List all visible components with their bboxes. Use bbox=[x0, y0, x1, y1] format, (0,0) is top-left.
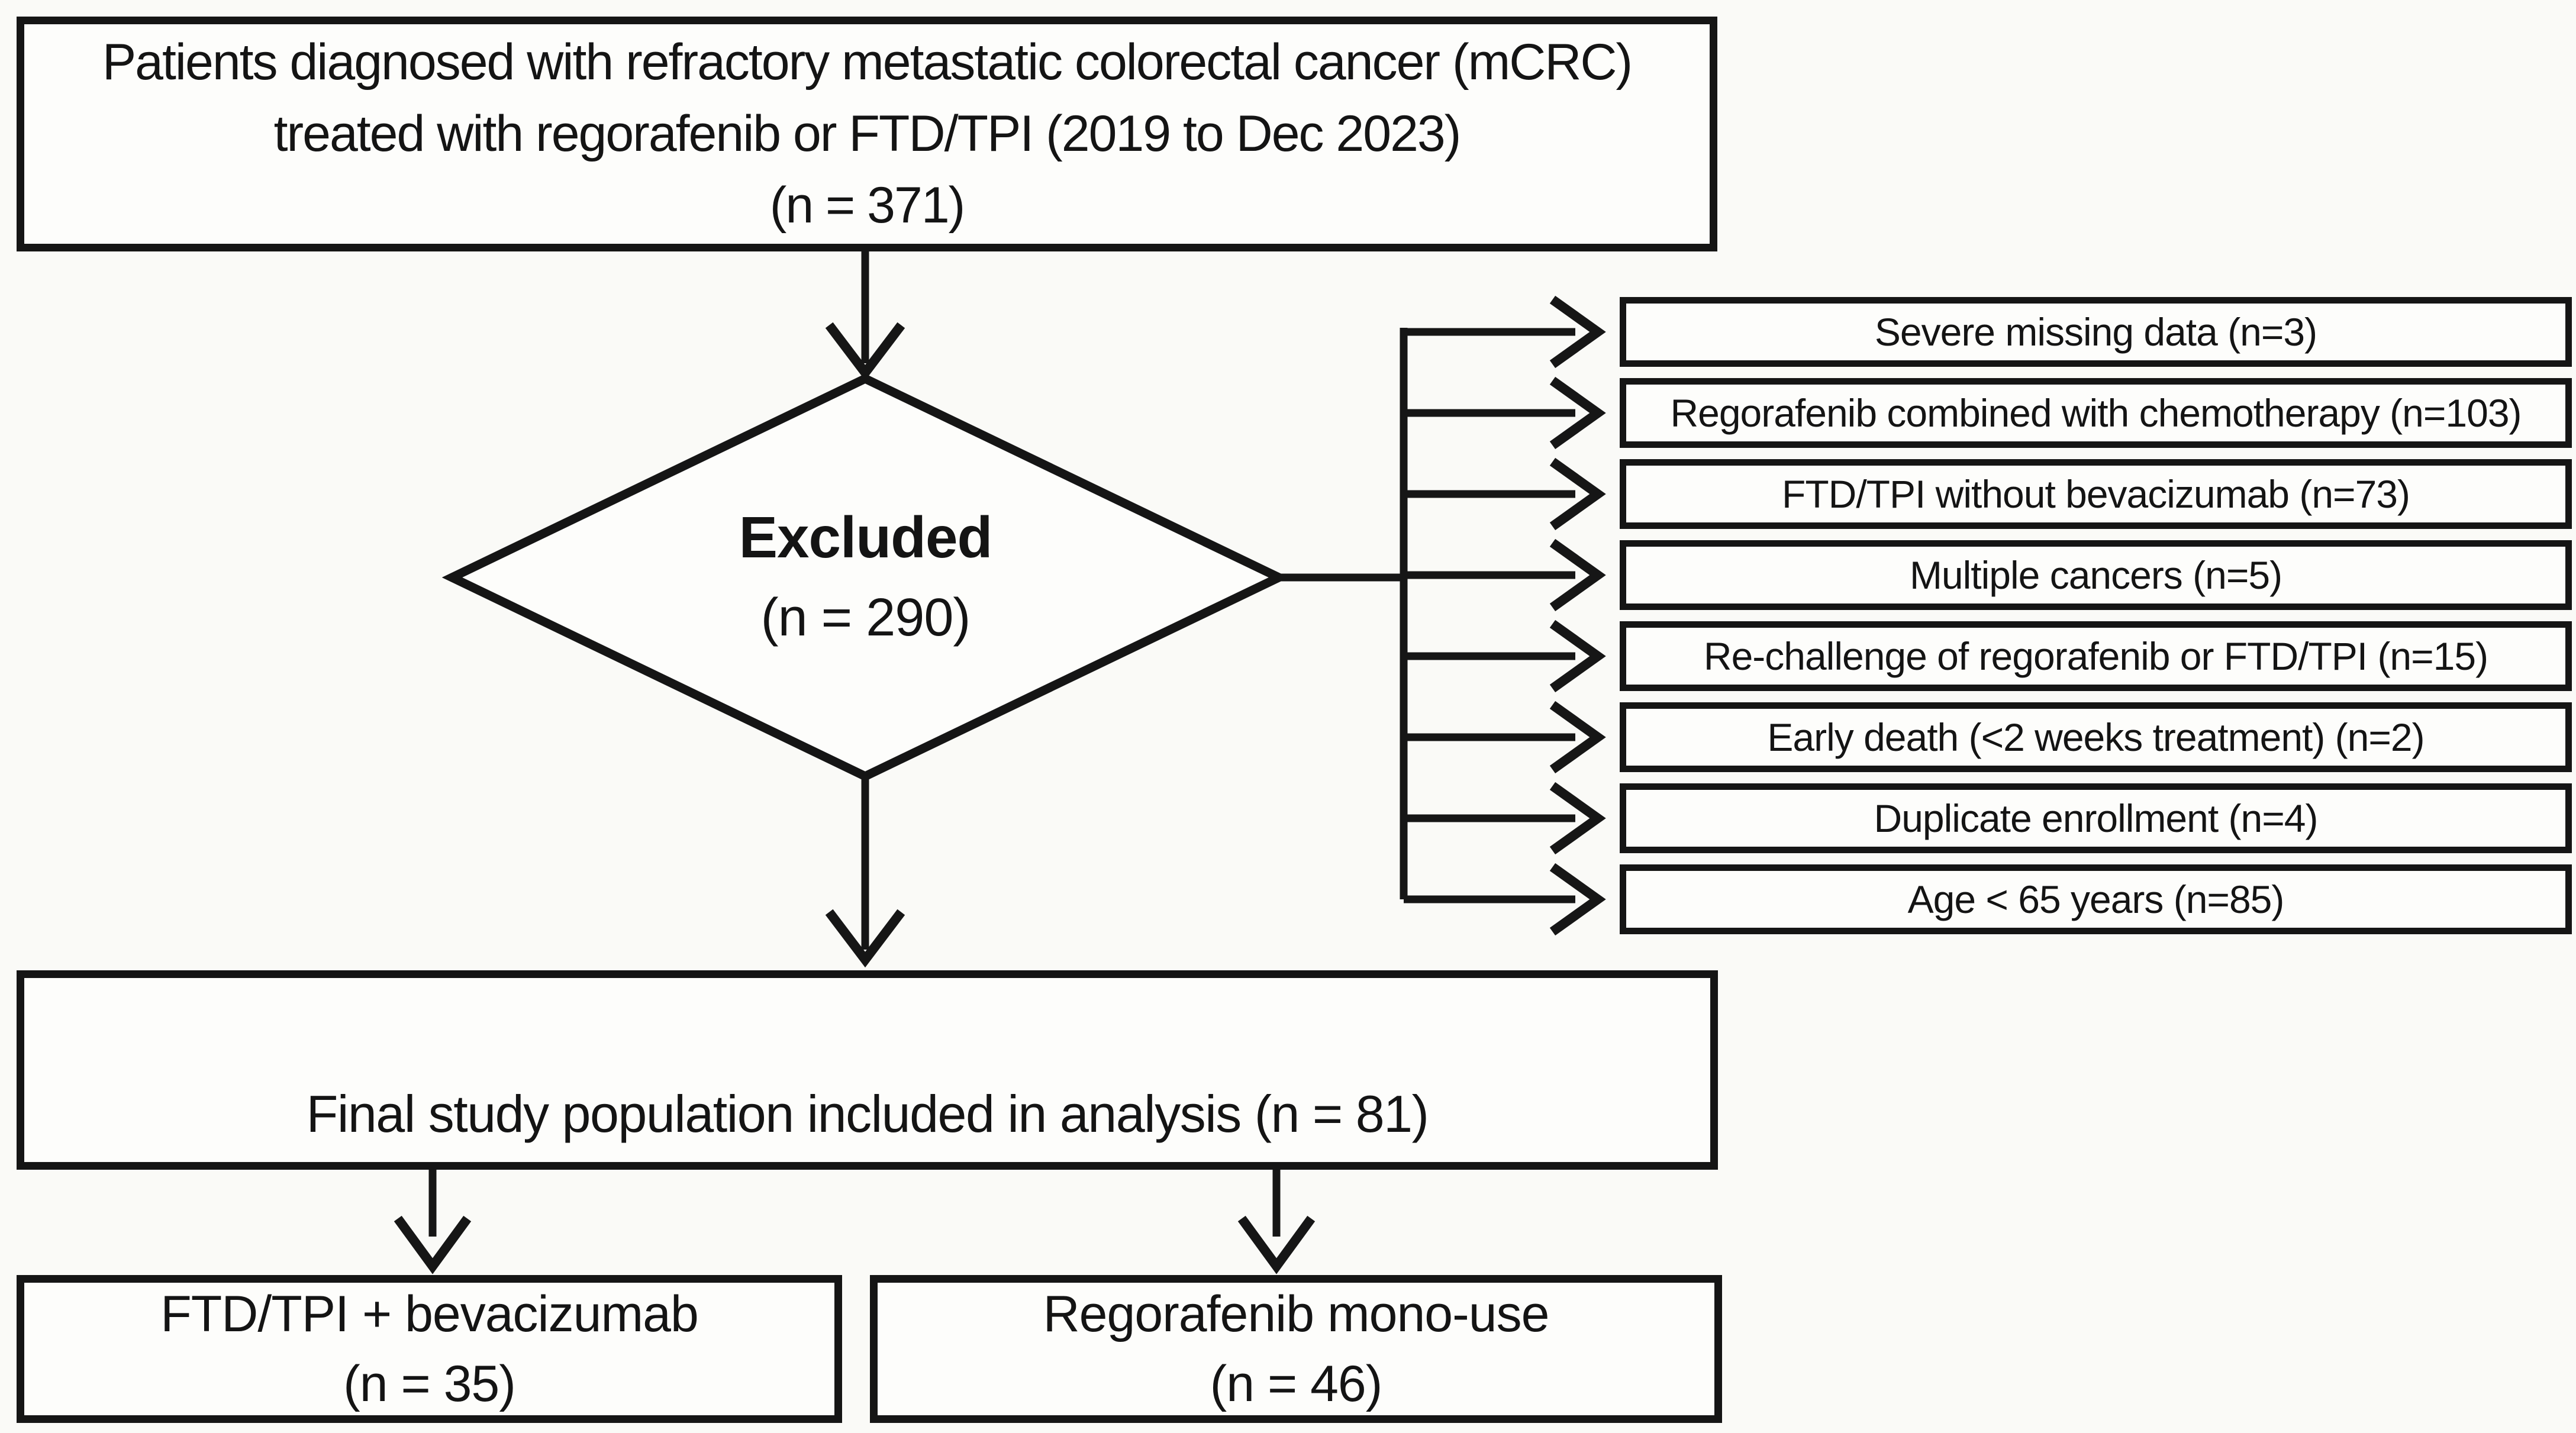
arm-box-regorafenib-mono: Regorafenib mono-use (n = 46) bbox=[870, 1275, 1722, 1423]
exclusion-box-multiple-cancers: Multiple cancers (n=5) bbox=[1620, 540, 2572, 610]
final-population-label: Final study population included in analy… bbox=[306, 1085, 1429, 1143]
exclusion-label: Regorafenib combined with chemotherapy (… bbox=[1670, 391, 2522, 435]
arrowhead-left-arm bbox=[394, 1215, 472, 1274]
enrollment-line-1: Patients diagnosed with refractory metas… bbox=[102, 34, 1633, 91]
exclusion-branch-arrows bbox=[1404, 295, 1606, 936]
exclusion-label: Re-challenge of regorafenib or FTD/TPI (… bbox=[1703, 634, 2488, 678]
exclusion-label: FTD/TPI without bevacizumab (n=73) bbox=[1782, 472, 2410, 516]
arrowhead-down-diamond bbox=[825, 322, 905, 381]
exclusion-label: Early death (<2 weeks treatment) (n=2) bbox=[1767, 715, 2425, 759]
exclusion-box-ftdtpi-without-bevacizumab: FTD/TPI without bevacizumab (n=73) bbox=[1620, 459, 2572, 529]
enrollment-count: (n = 371) bbox=[769, 177, 966, 234]
final-population-box: Final study population included in analy… bbox=[17, 970, 1718, 1170]
exclusion-label: Multiple cancers (n=5) bbox=[1909, 553, 2282, 597]
exclusion-box-duplicate-enrollment: Duplicate enrollment (n=4) bbox=[1620, 783, 2572, 853]
enrollment-line-2: treated with regorafenib or FTD/TPI (201… bbox=[273, 105, 1462, 162]
arm-count: (n = 46) bbox=[1210, 1355, 1383, 1412]
arrowhead-down-final bbox=[825, 909, 905, 968]
enrollment-box: Patients diagnosed with refractory metas… bbox=[17, 17, 1717, 251]
arm-label: FTD/TPI + bevacizumab bbox=[160, 1286, 699, 1342]
exclusion-label: Duplicate enrollment (n=4) bbox=[1874, 796, 2319, 840]
exclusion-box-severe-missing-data: Severe missing data (n=3) bbox=[1620, 297, 2572, 367]
excluded-title: Excluded bbox=[739, 505, 993, 570]
arrowhead-right-arm bbox=[1237, 1215, 1316, 1274]
arm-box-ftdtpi-bevacizumab: FTD/TPI + bevacizumab (n = 35) bbox=[17, 1275, 842, 1423]
exclusion-box-regorafenib-chemotherapy: Regorafenib combined with chemotherapy (… bbox=[1620, 378, 2572, 448]
exclusion-box-rechallenge: Re-challenge of regorafenib or FTD/TPI (… bbox=[1620, 621, 2572, 691]
exclusion-box-age-under-65: Age < 65 years (n=85) bbox=[1620, 864, 2572, 934]
exclusion-box-early-death: Early death (<2 weeks treatment) (n=2) bbox=[1620, 702, 2572, 772]
excluded-diamond-label: Excluded (n = 290) bbox=[452, 379, 1279, 776]
exclusion-label: Severe missing data (n=3) bbox=[1874, 310, 2317, 354]
arm-count: (n = 35) bbox=[343, 1355, 516, 1412]
excluded-count: (n = 290) bbox=[760, 588, 971, 647]
arm-label: Regorafenib mono-use bbox=[1043, 1286, 1550, 1342]
exclusion-label: Age < 65 years (n=85) bbox=[1907, 877, 2285, 921]
